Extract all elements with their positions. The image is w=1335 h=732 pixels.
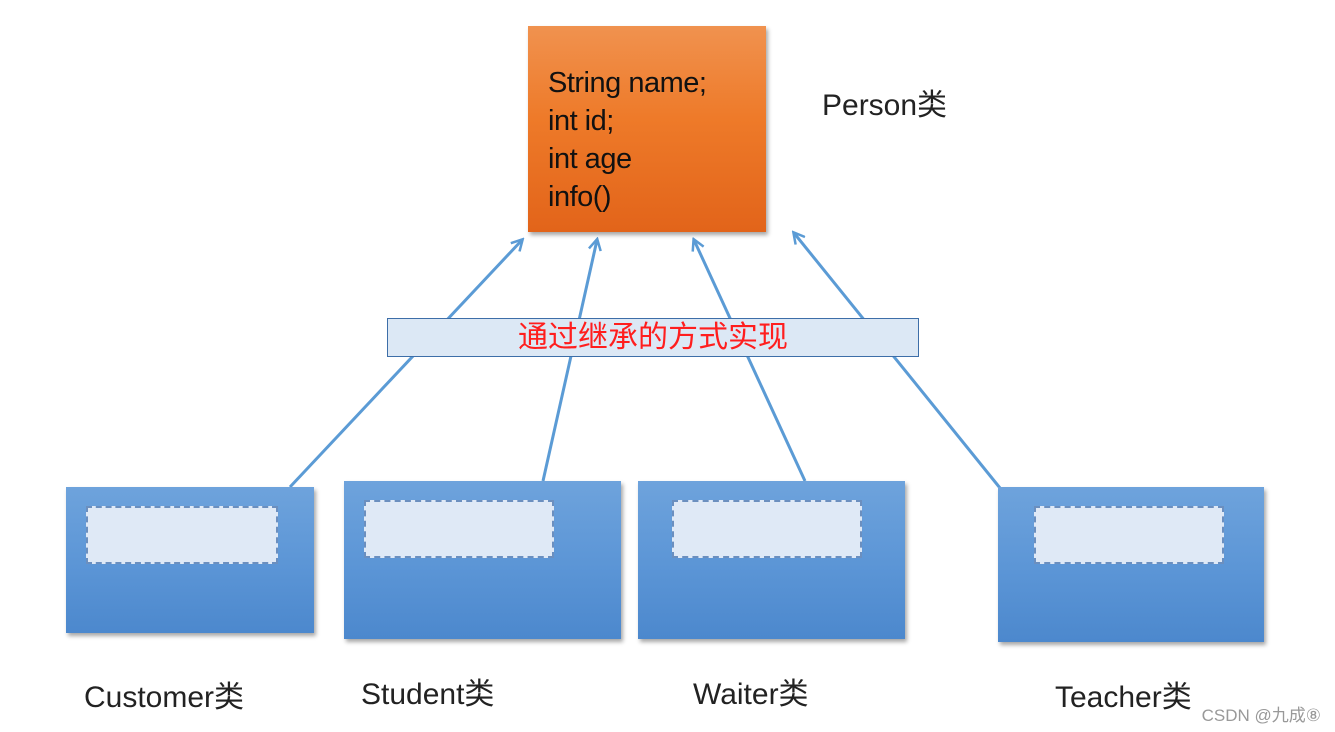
waiter-class-label: Waiter类: [693, 678, 809, 711]
arrow-teacher-to-person: [794, 233, 1002, 489]
customer-class-placeholder: [86, 506, 278, 564]
student-class-box: [344, 481, 621, 639]
method-info: info(): [548, 181, 612, 213]
field-age: int age: [548, 143, 632, 175]
student-class-placeholder: [364, 500, 554, 558]
customer-class-label: Customer类: [84, 681, 245, 714]
customer-class-box: [66, 487, 314, 633]
watermark: CSDN @九成⑧: [1201, 706, 1321, 725]
person-class-box: String name; int id; int age info(): [528, 26, 766, 232]
inheritance-banner: 通过继承的方式实现: [387, 318, 919, 357]
arrow-customer-to-person: [288, 240, 522, 489]
field-name: String name;: [548, 67, 707, 99]
teacher-class-placeholder: [1034, 506, 1224, 564]
person-class-label: Person类: [822, 89, 948, 122]
waiter-class-placeholder: [672, 500, 862, 558]
field-id: int id;: [548, 105, 614, 137]
arrow-waiter-to-person: [694, 240, 807, 482]
student-class-label: Student类: [361, 678, 495, 711]
teacher-class-label: Teacher类: [1055, 681, 1192, 714]
teacher-class-box: [998, 487, 1264, 642]
arrow-student-to-person: [541, 240, 597, 482]
waiter-class-box: [638, 481, 905, 639]
